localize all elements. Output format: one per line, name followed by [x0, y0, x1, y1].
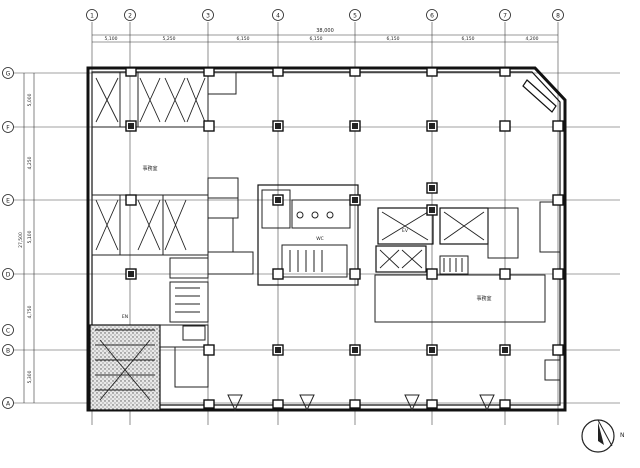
svg-text:5,300: 5,300 — [27, 370, 33, 383]
svg-text:4,750: 4,750 — [27, 305, 33, 318]
svg-text:C: C — [6, 328, 10, 335]
svg-text:G: G — [6, 71, 11, 78]
north-label: N — [620, 432, 625, 439]
grid-bubble-left: E — [2, 194, 14, 206]
south-window-marks — [227, 359, 561, 412]
svg-text:4: 4 — [276, 13, 280, 20]
west-shafts: 事務室 — [91, 165, 209, 256]
northwest-shafts — [91, 71, 237, 128]
east-office: 事務室 — [374, 201, 561, 323]
svg-text:7: 7 — [503, 13, 507, 20]
southwest-entrance: EN — [89, 314, 209, 411]
grid-bubble-top: 6 — [426, 9, 438, 21]
structural-columns — [125, 67, 564, 409]
svg-text:3: 3 — [206, 13, 210, 20]
svg-text:E: E — [6, 198, 10, 205]
grid-bubble-top: 2 — [124, 9, 136, 21]
left-grid-bubbles: G F E D C B A — [2, 67, 14, 409]
svg-text:F: F — [6, 125, 10, 132]
svg-text:B: B — [6, 348, 10, 355]
svg-text:A: A — [6, 401, 11, 408]
grid-bubble-top: 3 — [202, 9, 214, 21]
grid-bubble-top: 5 — [349, 9, 361, 21]
svg-text:5,100: 5,100 — [27, 230, 33, 243]
grid-bubble-left: D — [2, 268, 14, 280]
svg-text:5,100: 5,100 — [105, 36, 118, 42]
svg-text:6,150: 6,150 — [462, 36, 475, 42]
svg-text:6: 6 — [430, 13, 434, 20]
svg-text:5: 5 — [353, 13, 357, 20]
grid-bubble-top: 1 — [86, 9, 98, 21]
svg-text:D: D — [6, 272, 11, 279]
north-arrow-icon: N — [581, 419, 625, 453]
svg-text:8: 8 — [556, 13, 560, 20]
svg-text:5,000: 5,000 — [27, 93, 33, 106]
grid-bubble-top: 8 — [552, 9, 564, 21]
left-dimension-chain: 27,500 5,000 4,250 5,100 4,750 5,300 — [18, 73, 35, 403]
grid-bubble-left: C — [2, 324, 14, 336]
grid-bubble-left: B — [2, 344, 14, 356]
top-dimension-chain: 38,000 5,100 5,250 6,150 6,150 6,150 6,1… — [92, 28, 558, 43]
elevator-block: EV — [375, 207, 519, 275]
room-label-ev: EV — [402, 228, 409, 234]
room-label-wc: WC — [316, 236, 324, 242]
central-core: WC — [257, 184, 359, 286]
svg-text:1: 1 — [90, 13, 94, 20]
grid-bubble-left: F — [2, 121, 14, 133]
svg-text:6,150: 6,150 — [387, 36, 400, 42]
svg-text:6,150: 6,150 — [310, 36, 323, 42]
room-label-northwest: 事務室 — [142, 165, 157, 172]
svg-text:2: 2 — [128, 13, 132, 20]
room-label-office: 事務室 — [476, 295, 491, 302]
overall-dimension: 38,000 — [316, 28, 334, 34]
room-label-entrance: EN — [122, 314, 128, 320]
svg-text:5,250: 5,250 — [163, 36, 176, 42]
svg-text:4,250: 4,250 — [27, 156, 33, 169]
svg-text:6,150: 6,150 — [237, 36, 250, 42]
grid-bubble-left: A — [2, 397, 14, 409]
grid-bubble-top: 7 — [499, 9, 511, 21]
top-grid-bubbles: 1 2 3 4 5 6 7 8 — [86, 9, 564, 21]
grid-bubble-left: G — [2, 67, 14, 79]
svg-text:27,500: 27,500 — [18, 232, 24, 248]
west-service-rooms — [169, 177, 254, 341]
grid-bubble-top: 4 — [272, 9, 284, 21]
svg-text:4,200: 4,200 — [526, 36, 539, 42]
